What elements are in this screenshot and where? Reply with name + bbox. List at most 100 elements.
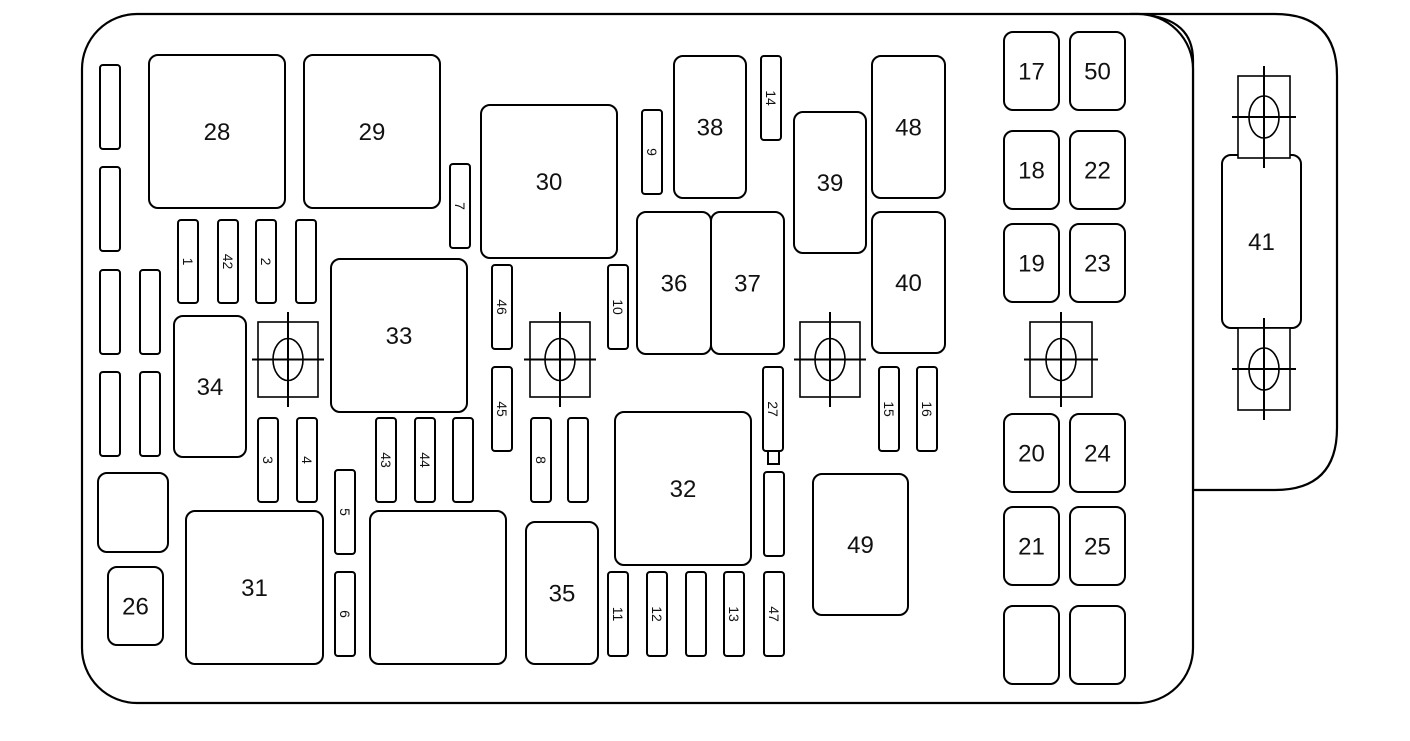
component-label: 48 <box>895 115 922 142</box>
fuse-unlabeled <box>452 417 474 503</box>
mounting-stud-icon <box>794 312 866 407</box>
fuse-label: 13 <box>726 606 742 622</box>
component-32: 32 <box>614 411 752 566</box>
component-label: 26 <box>122 594 149 621</box>
fuse-unlabeled <box>139 269 161 355</box>
fuse-body <box>567 417 589 503</box>
fuse-body <box>763 471 785 557</box>
component-unlabeled <box>97 472 169 553</box>
component-label: 18 <box>1018 158 1045 185</box>
component-31: 31 <box>185 510 324 665</box>
component-41: 41 <box>1221 154 1302 329</box>
fuse-body <box>414 417 436 503</box>
component-20: 20 <box>1003 413 1060 493</box>
fuse-label: 44 <box>417 452 433 468</box>
component-body <box>107 566 164 646</box>
fuse-unlabeled <box>763 471 785 557</box>
fuse-label: 10 <box>610 299 626 315</box>
fuse-label: 45 <box>494 401 510 417</box>
component-label: 33 <box>386 323 413 350</box>
component-28: 28 <box>148 54 286 209</box>
fuse-43: 43 <box>375 417 397 503</box>
component-body <box>1003 506 1060 586</box>
fuse-body <box>139 371 161 457</box>
component-body <box>330 258 468 413</box>
component-body <box>871 211 946 354</box>
component-48: 48 <box>871 55 946 199</box>
fuse-5: 5 <box>334 469 356 555</box>
fuse-body <box>916 366 938 452</box>
component-18: 18 <box>1003 130 1060 210</box>
fuse-label: 6 <box>337 610 353 618</box>
fuse-label: 2 <box>258 258 274 266</box>
fuse-body <box>646 571 668 657</box>
fuse-unlabeled <box>567 417 589 503</box>
component-body <box>673 55 747 199</box>
mounting-stud-icon <box>1232 318 1296 420</box>
component-body <box>173 315 247 458</box>
fuse-label: 42 <box>220 254 236 270</box>
fuse-unlabeled <box>99 64 121 150</box>
component-label: 38 <box>697 115 724 142</box>
fuse-unlabeled <box>99 371 121 457</box>
fuse-body <box>99 371 121 457</box>
component-body <box>480 104 618 259</box>
fuse-unlabeled <box>99 166 121 252</box>
component-40: 40 <box>871 211 946 354</box>
fuse-body <box>99 64 121 150</box>
component-body <box>1069 223 1126 303</box>
fuse-label: 47 <box>766 606 782 622</box>
fuse-body <box>530 417 552 503</box>
component-39: 39 <box>793 111 867 254</box>
fuse-body <box>641 109 663 195</box>
fuse-6: 6 <box>334 571 356 657</box>
fuse-body <box>878 366 900 452</box>
fuse-46: 46 <box>491 264 513 350</box>
fuse-body <box>217 219 239 304</box>
component-label: 34 <box>197 374 224 401</box>
fuse-label: 27 <box>765 401 781 417</box>
mounting-stud-icon <box>1232 66 1296 168</box>
component-body <box>793 111 867 254</box>
fuse-42: 42 <box>217 219 239 304</box>
fuse-label: 3 <box>260 456 276 464</box>
component-label: 35 <box>549 581 576 608</box>
component-label: 50 <box>1084 59 1111 86</box>
component-body <box>1003 31 1060 111</box>
mounting-stud-icon <box>524 312 596 407</box>
component-body <box>525 521 599 665</box>
component-21: 21 <box>1003 506 1060 586</box>
fuse-12: 12 <box>646 571 668 657</box>
fuse-body <box>334 469 356 555</box>
component-label: 21 <box>1018 534 1045 561</box>
fuse-7: 7 <box>449 163 471 249</box>
component-label: 49 <box>847 532 874 559</box>
component-body <box>614 411 752 566</box>
fuse-11: 11 <box>607 571 629 657</box>
fuse-body <box>375 417 397 503</box>
component-unlabeled <box>1069 605 1126 685</box>
fuse-body <box>760 55 782 141</box>
component-body <box>1003 605 1060 685</box>
component-body <box>1069 130 1126 210</box>
component-label: 36 <box>661 271 688 298</box>
component-37: 37 <box>710 211 785 355</box>
component-22: 22 <box>1069 130 1126 210</box>
fuse-label: 1 <box>180 258 196 266</box>
component-49: 49 <box>812 473 909 616</box>
fuse-27: 27 <box>762 366 784 452</box>
component-body <box>1069 605 1126 685</box>
mounting-stud-icon <box>1024 312 1098 407</box>
fuse-unlabeled <box>99 269 121 355</box>
fuse-body <box>491 264 513 350</box>
fuse-label: 15 <box>881 401 897 417</box>
component-30: 30 <box>480 104 618 259</box>
component-body <box>97 472 169 553</box>
fuse-label: 43 <box>378 452 394 468</box>
component-body <box>1003 223 1060 303</box>
fuse-body <box>607 264 629 350</box>
fuse-8: 8 <box>530 417 552 503</box>
fuse-body <box>452 417 474 503</box>
fuse-body <box>449 163 471 249</box>
fuse-3: 3 <box>257 417 279 503</box>
